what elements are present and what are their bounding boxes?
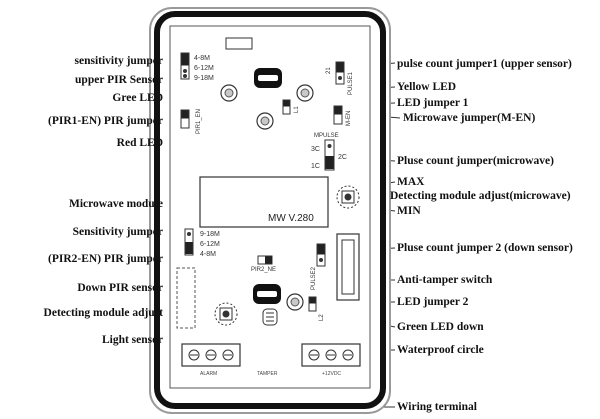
led-jumper-2 (308, 296, 317, 312)
right-label-green-led-down: Green LED down (397, 321, 484, 333)
terminal-left-text: ALARM (200, 371, 217, 377)
anti-tamper-switch (336, 233, 360, 301)
left-label-down-pir-sensor: Down PIR sensor (77, 282, 163, 294)
pulse1-top: 21 (326, 67, 332, 74)
mpulse-mark: MPULSE (314, 133, 339, 139)
light-sensor (262, 308, 278, 326)
right-label-detecting-module-adjust-microwave: Detecting module adjust(microwave) (390, 190, 571, 202)
pulse1-side: PULSE1 (348, 71, 354, 95)
microwave-module (199, 176, 329, 228)
mpulse-1c: 1C (311, 163, 320, 170)
right-label-microwave-jumper: Microwave jumper(M-EN) (403, 112, 536, 124)
pir2-mark: PIR2_NE (251, 267, 276, 273)
pulse-count-jumper-2 (316, 243, 326, 267)
terminal-right (301, 343, 361, 367)
terminal-left (181, 343, 241, 367)
right-label-pulse-count-jumper-2: Pluse count jumper 2 (down sensor) (397, 242, 573, 254)
module-text: MW V.280 (268, 213, 314, 224)
sens-upper-1: 4-8M (194, 55, 210, 62)
sens-lower-2: 6-12M (200, 241, 220, 248)
left-label-pir2-jumper: (PIR2-EN) PIR jumper (48, 253, 163, 265)
left-label-green-led: Gree LED (112, 92, 163, 104)
upper-sensitivity-jumper (180, 52, 190, 80)
sens-upper-3: 9-18M (194, 75, 214, 82)
men-mark: M-EN (346, 111, 352, 126)
mpulse-2c: 2C (338, 154, 347, 161)
microwave-jumper (333, 105, 343, 125)
sens-upper-2: 6-12M (194, 65, 214, 72)
pir1-en-jumper (180, 109, 190, 129)
pir2-en-jumper (257, 255, 273, 265)
red-led (256, 112, 274, 130)
l2-mark: L2 (319, 314, 325, 321)
left-label-detecting-module-adjust: Detecting module adjust (43, 307, 163, 319)
green-led-upper (220, 84, 238, 102)
top-tab (225, 37, 253, 50)
microwave-adjust-knob (336, 185, 360, 209)
terminal-mid-text: TAMPER (257, 371, 278, 377)
left-label-sensitivity-jumper-2: Sensitivity jumper (72, 226, 163, 238)
lower-sensitivity-jumper (184, 228, 194, 256)
pulse2-mark: PULSE2 (311, 266, 317, 290)
left-label-sensitivity-jumper: sensitivity jumper (74, 55, 163, 67)
pulse-count-jumper-1 (335, 61, 345, 85)
right-label-max: MAX (397, 176, 425, 188)
green-led-down (286, 293, 304, 311)
pir1-mark: PIR1_EN (196, 109, 202, 134)
pir-adjust-knob (214, 302, 238, 326)
microwave-pulse-jumper (324, 139, 335, 171)
left-cutout (176, 267, 196, 329)
down-pir-sensor (253, 284, 281, 304)
sens-lower-3: 4-8M (200, 251, 216, 258)
right-label-waterproof-circle: Waterproof circle (397, 344, 484, 356)
right-label-led-jumper-1: LED jumper 1 (397, 97, 469, 109)
l1-mark: L1 (294, 106, 300, 113)
left-label-upper-pir-sensor: upper PIR Sensor (75, 74, 163, 86)
left-label-light-sensor: Light sensor (101, 334, 163, 346)
left-label-microwave-module: Microwave module (68, 198, 163, 210)
right-label-yellow-led: Yellow LED (397, 81, 457, 93)
sens-lower-1: 9-18M (200, 231, 220, 238)
right-label-pulse-count-jumper-microwave: Pluse count jumper(microwave) (397, 155, 554, 167)
right-label-pulse-count-jumper-1: pulse count jumper1 (upper sensor) (397, 58, 572, 70)
yellow-led (296, 84, 314, 102)
led-jumper-1 (282, 99, 291, 115)
right-label-min: MIN (397, 205, 421, 217)
right-label-led-jumper-2: LED jumper 2 (397, 296, 469, 308)
left-label-red-led: Red LED (116, 137, 163, 149)
terminal-right-text: +12VDC (322, 371, 341, 377)
right-label-wiring-terminal: Wiring terminal (397, 401, 477, 413)
left-label-pir1-jumper: (PIR1-EN) PIR jumper (48, 115, 163, 127)
mpulse-3c: 3C (311, 146, 320, 153)
right-label-anti-tamper-switch: Anti-tamper switch (397, 274, 493, 286)
upper-pir-sensor (254, 68, 282, 88)
